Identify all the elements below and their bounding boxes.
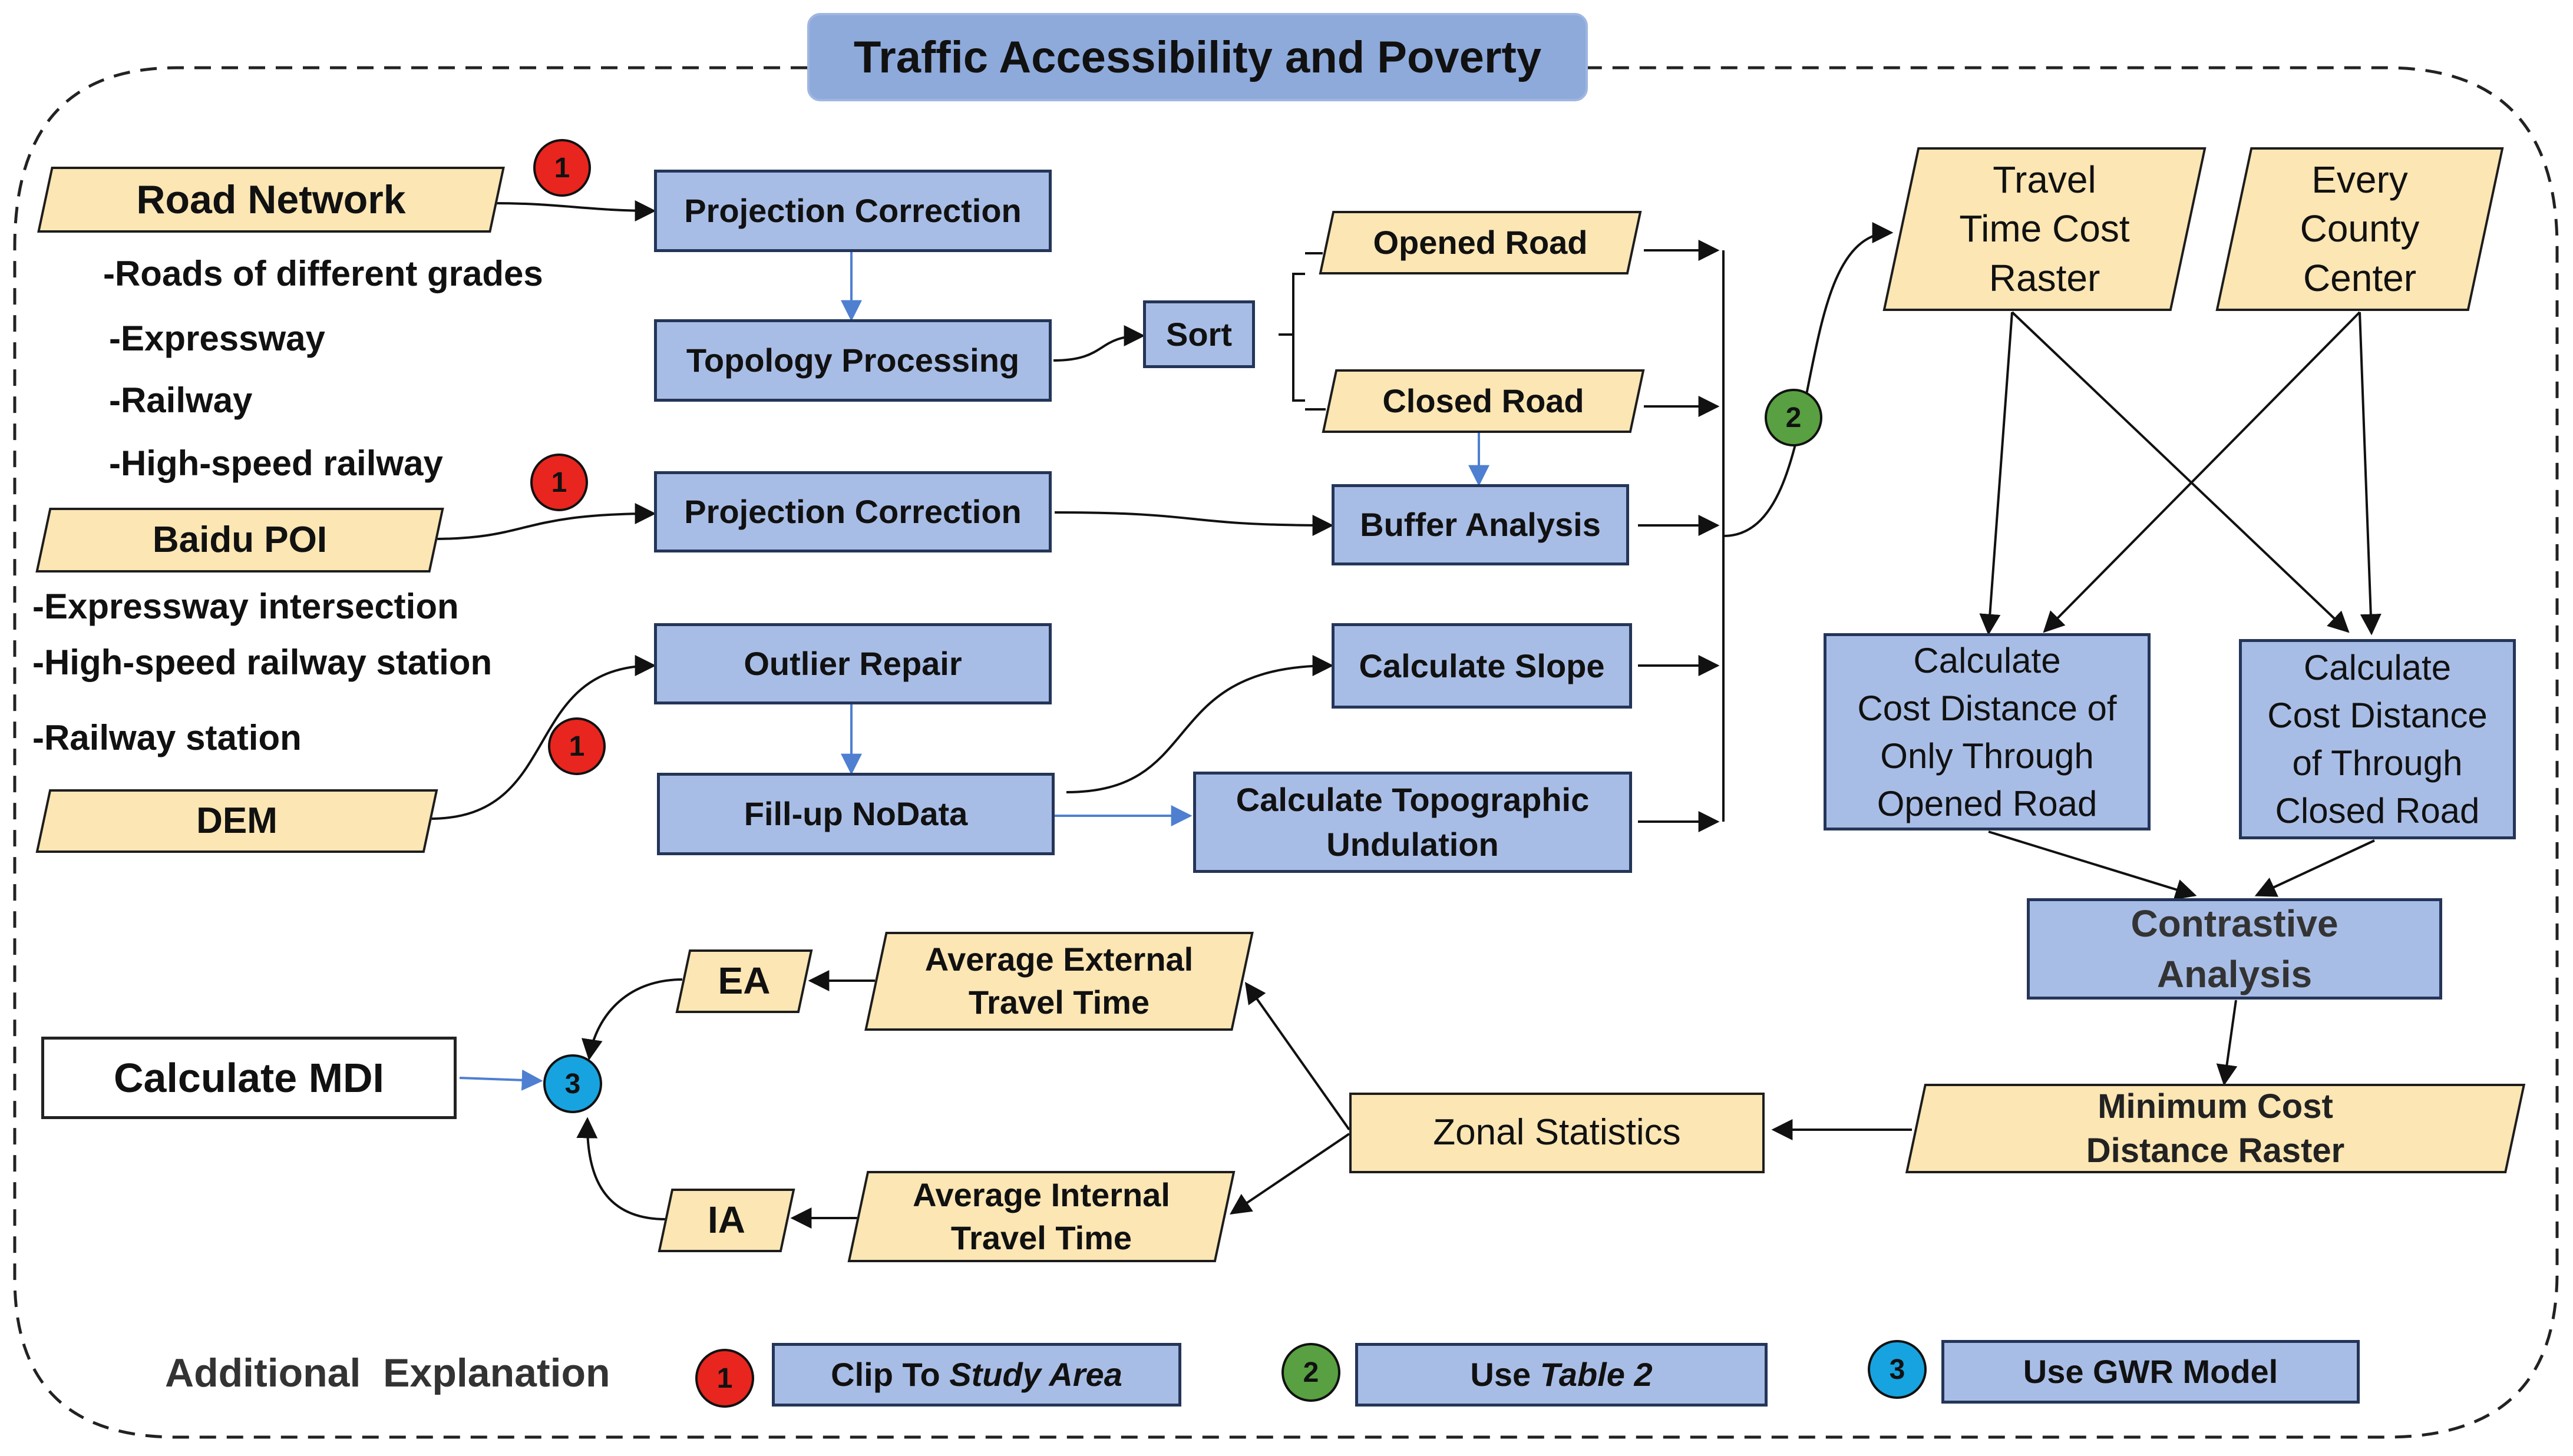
edge-dem-to-outlier: [430, 655, 656, 820]
baidu-poi-label: Baidu POI: [152, 519, 328, 560]
edge-mdi-to-badge3: [459, 1069, 543, 1091]
edge-fill-to-slope: [1066, 655, 1334, 793]
edge-zonal-to-external: [1244, 982, 1350, 1131]
zonal-statistics-data: Zonal Statistics: [1349, 1093, 1765, 1173]
calculate-topographic-undulation-box: Calculate Topographic Undulation: [1193, 772, 1632, 873]
travel-time-cost-raster-label: Travel Time Cost Raster: [1959, 158, 2130, 299]
edge-county-to-opened: [2043, 311, 2361, 633]
edge-contrastive-to-mincost: [2216, 1000, 2238, 1086]
road-network-input: Road Network: [37, 167, 505, 233]
minimum-cost-distance-raster-label: Minimum Cost Distance Raster: [2086, 1087, 2345, 1170]
badge-clip-1: 1: [533, 139, 591, 197]
ea-data: EA: [675, 949, 813, 1013]
dashed-frame: [13, 66, 2559, 1439]
ea-label: EA: [718, 959, 771, 1002]
topology-processing-box: Topology Processing: [654, 319, 1052, 402]
average-external-travel-time-label: Average External Travel Time: [924, 941, 1194, 1021]
road-item-3: -Railway: [109, 380, 253, 420]
zonal-statistics-label: Zonal Statistics: [1433, 1112, 1681, 1153]
road-network-label: Road Network: [136, 177, 406, 222]
legend-heading: Additional Explanation: [165, 1351, 610, 1395]
opened-road-label: Opened Road: [1373, 223, 1588, 261]
every-county-center-data: Every County Center: [2215, 147, 2504, 311]
road-item-1: -Roads of different grades: [103, 254, 543, 293]
legend-clip-prefix: Clip To: [831, 1356, 950, 1394]
legend-table-box: Use Table 2: [1355, 1343, 1768, 1407]
poi-item-3: -Railway station: [32, 718, 302, 757]
legend-clip-em: Study Area: [949, 1356, 1122, 1394]
badge-clip-2: 1: [530, 454, 588, 511]
badge-clip-3: 1: [548, 717, 606, 775]
road-item-2: -Expressway: [109, 319, 325, 358]
every-county-center-label: Every County Center: [2300, 158, 2420, 299]
sort-brace: [1279, 273, 1305, 402]
badge-gwr: 3: [543, 1054, 602, 1113]
fillup-nodata-box: Fill-up NoData: [657, 773, 1055, 855]
edge-closed-to-contrastive: [2254, 839, 2375, 897]
dem-input: DEM: [35, 789, 438, 853]
legend-gwr-box: Use GWR Model: [1941, 1340, 2360, 1404]
dem-label: DEM: [196, 800, 278, 841]
edge-proj2-to-buffer: [1054, 511, 1334, 536]
calc-cost-closed-box: Calculate Cost Distance of Through Close…: [2239, 639, 2516, 839]
ia-label: IA: [708, 1199, 745, 1242]
ia-data: IA: [658, 1189, 795, 1252]
legend-badge-3: 3: [1868, 1340, 1927, 1399]
baidu-poi-input: Baidu POI: [35, 508, 444, 573]
minimum-cost-distance-raster-data: Minimum Cost Distance Raster: [1905, 1084, 2526, 1173]
edge-zonal-to-internal: [1230, 1133, 1350, 1215]
edge-topology-to-sort: [1053, 325, 1145, 362]
calculate-mdi-box: Calculate MDI: [41, 1037, 457, 1119]
average-internal-travel-time-data: Average Internal Travel Time: [847, 1171, 1236, 1262]
edge-collector-to-travel: [1723, 222, 1894, 537]
legend-badge-1: 1: [695, 1349, 754, 1408]
edge-ia-to-badge3: [576, 1117, 666, 1220]
projection-correction-box-2: Projection Correction: [654, 471, 1052, 552]
buffer-analysis-box: Buffer Analysis: [1332, 484, 1629, 565]
projection-correction-box-1: Projection Correction: [654, 170, 1052, 252]
legend-clip-box: Clip To Study Area: [772, 1343, 1181, 1407]
edge-poi-to-proj2: [432, 503, 656, 540]
outlier-repair-box: Outlier Repair: [654, 623, 1052, 704]
edge-opened-to-contrastive: [1988, 830, 2197, 900]
travel-time-cost-raster-data: Travel Time Cost Raster: [1882, 147, 2207, 311]
edge-county-to-closed: [2359, 312, 2382, 636]
calc-cost-opened-box: Calculate Cost Distance of Only Through …: [1824, 633, 2151, 830]
edge-travel-to-closed: [2011, 311, 2350, 633]
poi-item-2: -High-speed railway station: [32, 643, 493, 682]
diagram-title: Traffic Accessibility and Poverty: [807, 13, 1588, 101]
edge-travel-to-opened: [1979, 312, 2013, 636]
average-internal-travel-time-label: Average Internal Travel Time: [913, 1176, 1170, 1256]
badge-table-2: 2: [1765, 389, 1822, 446]
legend-use-prefix: Use: [1470, 1356, 1540, 1394]
closed-road-data: Closed Road: [1322, 369, 1645, 433]
road-item-4: -High-speed railway: [109, 444, 443, 483]
poi-item-1: -Expressway intersection: [32, 587, 459, 626]
calculate-slope-box: Calculate Slope: [1332, 623, 1632, 709]
sort-box: Sort: [1143, 300, 1255, 368]
legend-use-em: Table 2: [1540, 1356, 1653, 1394]
average-external-travel-time-data: Average External Travel Time: [864, 932, 1254, 1031]
edge-road-to-proj1: [494, 200, 656, 221]
legend-badge-2: 2: [1281, 1343, 1340, 1402]
closed-road-label: Closed Road: [1382, 382, 1584, 419]
edge-ea-to-badge3: [582, 978, 683, 1061]
contrastive-analysis-box: Contrastive Analysis: [2027, 898, 2442, 1000]
opened-road-data: Opened Road: [1319, 211, 1642, 274]
